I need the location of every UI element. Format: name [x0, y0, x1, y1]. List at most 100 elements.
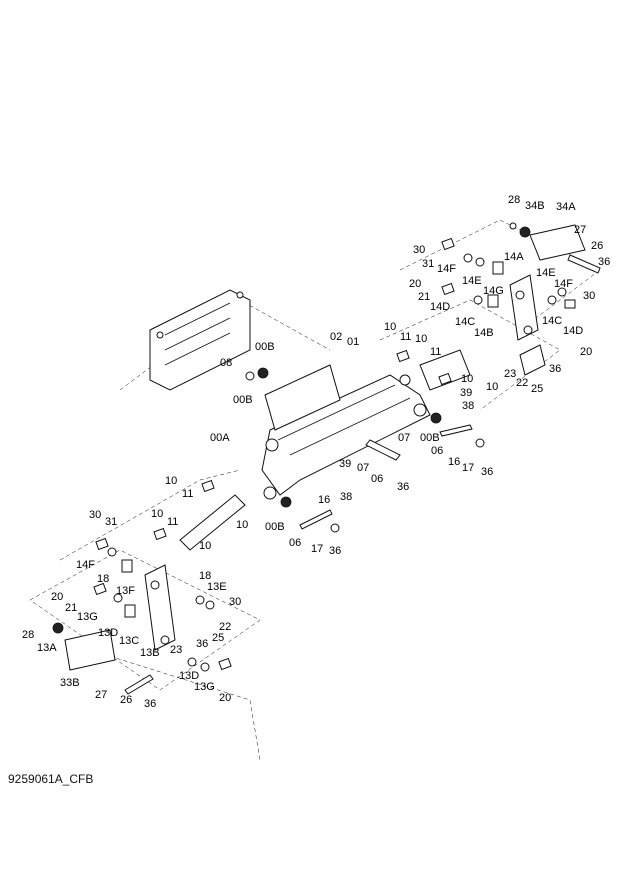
callout-label: 13G — [77, 611, 98, 623]
callout-label: 18 — [199, 570, 211, 582]
callout-label: 36 — [397, 481, 409, 493]
callout-label: 00A — [210, 432, 230, 444]
callout-label: 13D — [98, 627, 118, 639]
callout-label: 18 — [97, 573, 109, 585]
callout-label: 27 — [574, 224, 586, 236]
callout-label: 26 — [120, 694, 132, 706]
callout-label: 30 — [583, 290, 595, 302]
callout-label: 16 — [318, 494, 330, 506]
frame-plate — [149, 289, 251, 391]
callout-label: 01 — [347, 336, 359, 348]
callout-label: 22 — [516, 377, 528, 389]
callout-label: 20 — [580, 346, 592, 358]
callout-label: 21 — [418, 291, 430, 303]
callout-label: 39 — [339, 458, 351, 470]
callout-label: 02 — [330, 331, 342, 343]
callout-label: 17 — [462, 462, 474, 474]
callout-label: 10 — [486, 381, 498, 393]
callout-label: 28 — [508, 194, 520, 206]
callout-label: 13G — [194, 681, 215, 693]
callout-label: 34A — [556, 201, 576, 213]
brackets — [64, 224, 586, 671]
callout-label: 14E — [462, 275, 482, 287]
callout-label: 30 — [229, 596, 241, 608]
link-arms — [144, 274, 539, 651]
callout-label: 14C — [455, 316, 475, 328]
callout-label: 14F — [554, 278, 573, 290]
callout-label: 22 — [219, 621, 231, 633]
callout-label: 10 — [151, 508, 163, 520]
callout-label: 14F — [437, 263, 456, 275]
callout-label: 10 — [461, 373, 473, 385]
callout-label: 25 — [212, 632, 224, 644]
callout-label: 30 — [413, 244, 425, 256]
callout-label: 14D — [563, 325, 583, 337]
callout-label: 07 — [398, 432, 410, 444]
callout-label: 36 — [329, 545, 341, 557]
callout-label: 10 — [236, 519, 248, 531]
callout-label: 00B — [233, 394, 253, 406]
callout-label: 39 — [460, 387, 472, 399]
callout-label: 25 — [531, 383, 543, 395]
drawing-code: 9259061A_CFB — [8, 772, 94, 786]
callout-label: 30 — [89, 509, 101, 521]
callout-label: 23 — [504, 368, 516, 380]
callout-label: 06 — [431, 445, 443, 457]
callout-label: 31 — [105, 516, 117, 528]
callout-label: 36 — [549, 363, 561, 375]
callout-label: 13E — [207, 581, 227, 593]
callout-label: 13C — [119, 635, 139, 647]
callout-label: 34B — [525, 200, 545, 212]
callout-label: 11 — [167, 516, 178, 528]
callout-label: 00B — [255, 341, 275, 353]
boom-arm — [261, 364, 431, 500]
callout-label: 13D — [179, 670, 199, 682]
callout-label: 10 — [199, 540, 211, 552]
callout-label: 21 — [65, 602, 77, 614]
callout-label: 36 — [598, 256, 610, 268]
callout-label: 33B — [60, 677, 80, 689]
callout-label: 10 — [384, 321, 396, 333]
callout-label: 20 — [51, 591, 63, 603]
callout-label: 36 — [481, 466, 493, 478]
callout-label: 08 — [220, 357, 232, 369]
callout-label: 11 — [182, 488, 193, 500]
callout-label: 06 — [371, 473, 383, 485]
callout-label: 00B — [420, 432, 440, 444]
callout-label: 14A — [504, 251, 524, 263]
callout-label: 14G — [483, 285, 504, 297]
callout-label: 17 — [311, 543, 323, 555]
callout-label: 27 — [95, 689, 107, 701]
callout-label: 36 — [196, 638, 208, 650]
callout-label: 13B — [140, 647, 160, 659]
pins — [124, 254, 601, 695]
callout-label: 11 — [400, 331, 411, 343]
callout-label: 31 — [422, 258, 434, 270]
callout-label: 13F — [116, 585, 135, 597]
callout-label: 14B — [474, 327, 494, 339]
callout-label: 07 — [357, 462, 369, 474]
callout-label: 14F — [76, 559, 95, 571]
callout-label: 06 — [289, 537, 301, 549]
callout-label: 16 — [448, 456, 460, 468]
small-parts — [52, 222, 576, 672]
callout-label: 00B — [265, 521, 285, 533]
callout-label: 20 — [219, 692, 231, 704]
callout-label: 38 — [340, 491, 352, 503]
callout-label: 26 — [591, 240, 603, 252]
callout-label: 23 — [170, 644, 182, 656]
callout-label: 11 — [430, 346, 441, 358]
callout-label: 14D — [430, 301, 450, 313]
callout-label: 36 — [144, 698, 156, 710]
callout-label: 10 — [165, 475, 177, 487]
callout-label: 28 — [22, 629, 34, 641]
callout-label: 20 — [409, 278, 421, 290]
callout-label: 10 — [415, 333, 427, 345]
callout-label: 38 — [462, 400, 474, 412]
callout-label: 14C — [542, 315, 562, 327]
callout-label: 14E — [536, 267, 556, 279]
callout-label: 13A — [37, 642, 57, 654]
